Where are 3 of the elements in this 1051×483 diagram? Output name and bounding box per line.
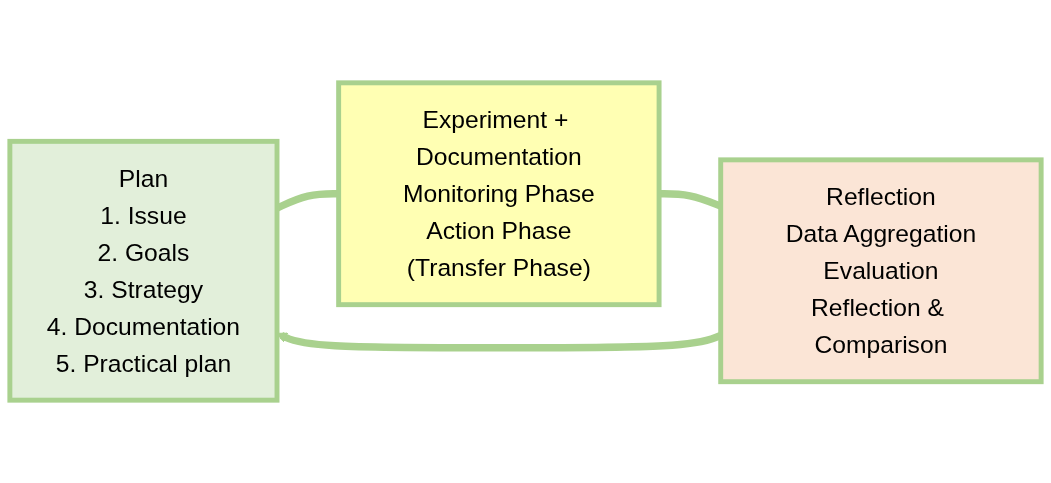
node-box: Experiment + Documentation Monitoring Phase Action Phase (Transfer Phase) (336, 80, 662, 308)
node-box: Reflection Data Aggregation Evaluation Reflection & Comparison (718, 157, 1044, 385)
node-box: Plan 1. Issue 2. Goals 3. Strategy 4. Documentation 5. Practical plan (7, 138, 280, 403)
